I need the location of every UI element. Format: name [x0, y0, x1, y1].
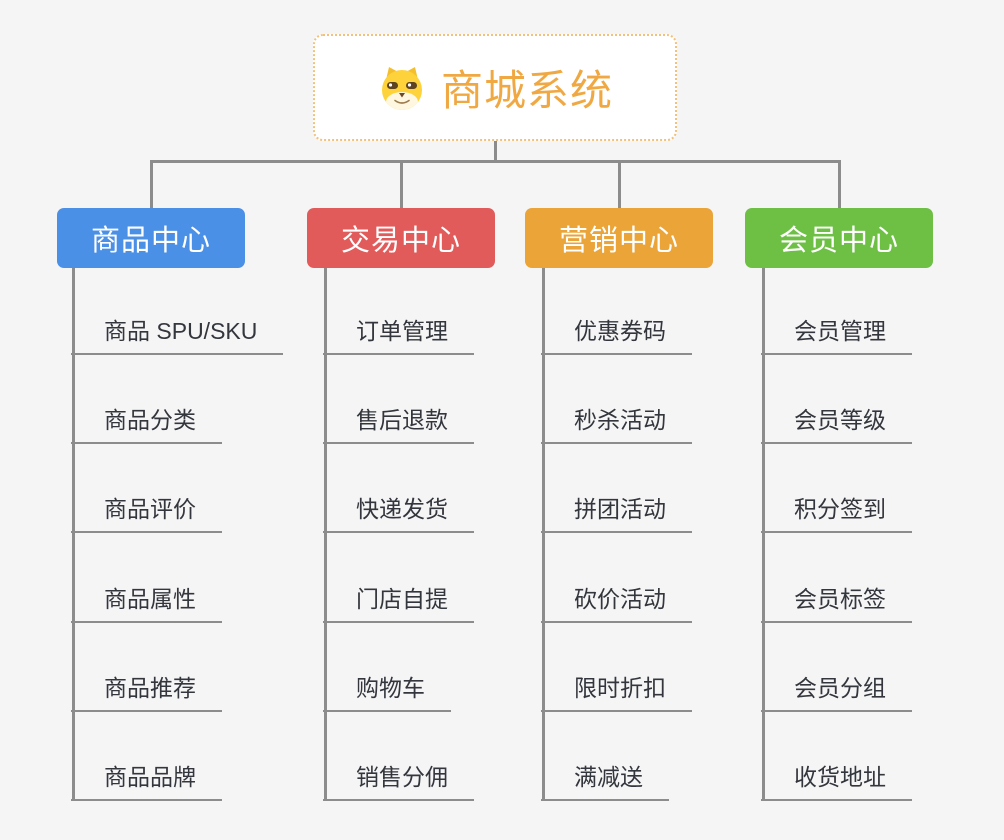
leaf-node[interactable]: 限时折扣: [541, 666, 692, 712]
leaf-node[interactable]: 积分签到: [761, 487, 912, 533]
connector-drop: [617, 160, 621, 208]
branch-node[interactable]: 商品中心: [57, 208, 245, 268]
leaf-label: 购物车: [356, 675, 425, 701]
leaf-node[interactable]: 会员分组: [761, 666, 912, 712]
branch-node[interactable]: 交易中心: [307, 208, 495, 268]
leaf-node[interactable]: 商品分类: [71, 398, 222, 444]
leaf-label: 订单管理: [356, 318, 448, 344]
leaf-node[interactable]: 会员标签: [761, 577, 912, 623]
leaf-label: 门店自提: [356, 586, 448, 612]
connector-drop: [399, 160, 403, 208]
branch-node[interactable]: 会员中心: [745, 208, 933, 268]
leaf-node[interactable]: 秒杀活动: [541, 398, 692, 444]
leaf-node[interactable]: 快递发货: [323, 487, 474, 533]
leaf-label: 秒杀活动: [574, 407, 666, 433]
leaf-node[interactable]: 满减送: [541, 755, 669, 801]
leaf-label: 商品评价: [104, 496, 196, 522]
leaf-label: 优惠券码: [574, 318, 666, 344]
leaf-node[interactable]: 销售分佣: [323, 755, 474, 801]
branch-label: 商品中心: [90, 225, 211, 257]
leaf-label: 会员管理: [794, 318, 886, 344]
leaf-node[interactable]: 拼团活动: [541, 487, 692, 533]
leaf-label: 售后退款: [356, 407, 448, 433]
branch-label: 会员中心: [778, 225, 899, 257]
leaf-node[interactable]: 会员等级: [761, 398, 912, 444]
leaf-node[interactable]: 商品品牌: [71, 755, 222, 801]
column-trunk-line: [71, 268, 75, 801]
leaf-node[interactable]: 购物车: [323, 666, 451, 712]
leaf-label: 收货地址: [794, 764, 886, 790]
leaf-node[interactable]: 优惠券码: [541, 309, 692, 355]
leaf-node[interactable]: 商品评价: [71, 487, 222, 533]
branch-label: 交易中心: [340, 225, 461, 257]
leaf-label: 积分签到: [794, 496, 886, 522]
connector-bus: [149, 160, 841, 163]
branch-label: 营销中心: [558, 225, 679, 257]
column-trunk-line: [761, 268, 765, 801]
leaf-label: 砍价活动: [574, 586, 666, 612]
leaf-label: 商品分类: [104, 407, 196, 433]
leaf-node[interactable]: 商品推荐: [71, 666, 222, 712]
leaf-label: 销售分佣: [356, 764, 448, 790]
leaf-label: 拼团活动: [574, 496, 666, 522]
leaf-node[interactable]: 商品 SPU/SKU: [71, 309, 284, 355]
leaf-label: 会员分组: [794, 675, 886, 701]
connector-drop: [149, 160, 153, 208]
root-title: 商城系统: [440, 67, 613, 114]
doge-face-icon: [381, 66, 422, 110]
column-trunk-line: [541, 268, 545, 801]
root-node[interactable]: 商城系统: [313, 34, 677, 141]
leaf-node[interactable]: 售后退款: [323, 398, 474, 444]
leaf-label: 商品推荐: [104, 675, 196, 701]
leaf-label: 会员标签: [794, 586, 886, 612]
leaf-label: 限时折扣: [574, 675, 666, 701]
leaf-label: 商品 SPU/SKU: [104, 318, 258, 344]
connector-drop: [837, 160, 841, 208]
leaf-label: 会员等级: [794, 407, 886, 433]
leaf-label: 商品品牌: [104, 764, 196, 790]
leaf-node[interactable]: 订单管理: [323, 309, 474, 355]
leaf-label: 商品属性: [104, 586, 196, 612]
leaf-node[interactable]: 收货地址: [761, 755, 912, 801]
branch-node[interactable]: 营销中心: [525, 208, 713, 268]
leaf-node[interactable]: 砍价活动: [541, 577, 692, 623]
leaf-node[interactable]: 门店自提: [323, 577, 474, 623]
leaf-node[interactable]: 会员管理: [761, 309, 912, 355]
column-trunk-line: [323, 268, 327, 801]
leaf-label: 满减送: [574, 764, 643, 790]
leaf-node[interactable]: 商品属性: [71, 577, 222, 623]
leaf-label: 快递发货: [356, 496, 448, 522]
connector-root-stub: [493, 141, 497, 163]
